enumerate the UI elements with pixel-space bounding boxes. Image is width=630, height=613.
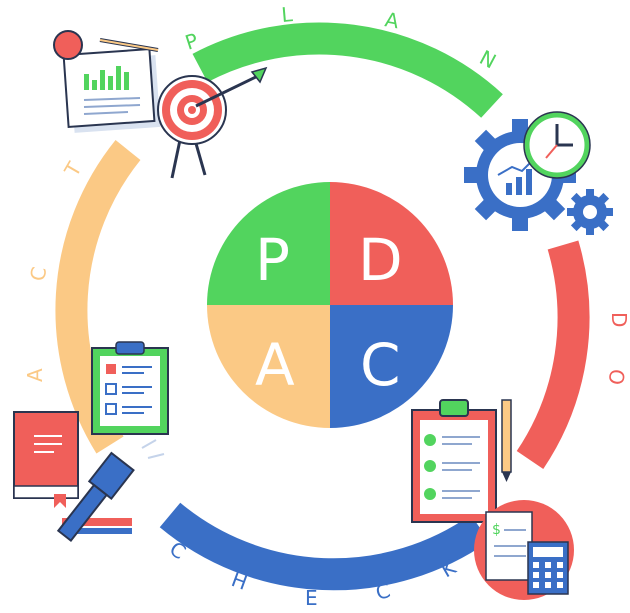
do-arc xyxy=(516,240,590,469)
do-letters: D O xyxy=(603,312,630,387)
quadrant-plan xyxy=(207,182,330,305)
report-document-icon xyxy=(53,30,161,133)
do-letter-1: D xyxy=(607,312,630,327)
act-letter-3: T xyxy=(59,157,87,181)
plan-letter-4: N xyxy=(476,45,500,73)
law-book-gavel-icon xyxy=(13,411,165,543)
target-arrow-icon xyxy=(157,66,268,179)
plan-letter-1: P xyxy=(182,28,201,55)
quadrant-do-letter: D xyxy=(358,226,403,294)
plan-arc xyxy=(192,22,503,118)
act-letter-2: C xyxy=(25,265,51,283)
check-letter-2: H xyxy=(228,567,250,595)
quadrant-act-letter: A xyxy=(255,331,295,399)
quadrant-do xyxy=(330,182,453,305)
plan-letter-3: A xyxy=(383,7,401,33)
check-arc xyxy=(159,502,490,591)
act-letter-1: A xyxy=(23,368,47,382)
receipt-calculator-icon: $ xyxy=(474,500,574,600)
quadrant-plan-letter: P xyxy=(255,226,290,294)
checklist-clipboard-icon xyxy=(411,399,512,523)
do-letter-2: O xyxy=(603,367,629,387)
check-letter-4: C xyxy=(373,578,393,605)
plan-letter-2: L xyxy=(280,2,294,27)
act-arc xyxy=(55,139,141,454)
quadrant-act xyxy=(207,305,330,428)
check-letter-3: E xyxy=(305,586,318,610)
gears-clock-icon xyxy=(464,111,613,235)
task-list-clipboard-icon xyxy=(91,341,169,435)
quadrant-check-letter: C xyxy=(360,331,401,399)
quadrant-check xyxy=(330,305,453,428)
dollar-sign-icon: $ xyxy=(492,522,501,538)
pdca-center-circle: P D C A xyxy=(207,182,453,428)
